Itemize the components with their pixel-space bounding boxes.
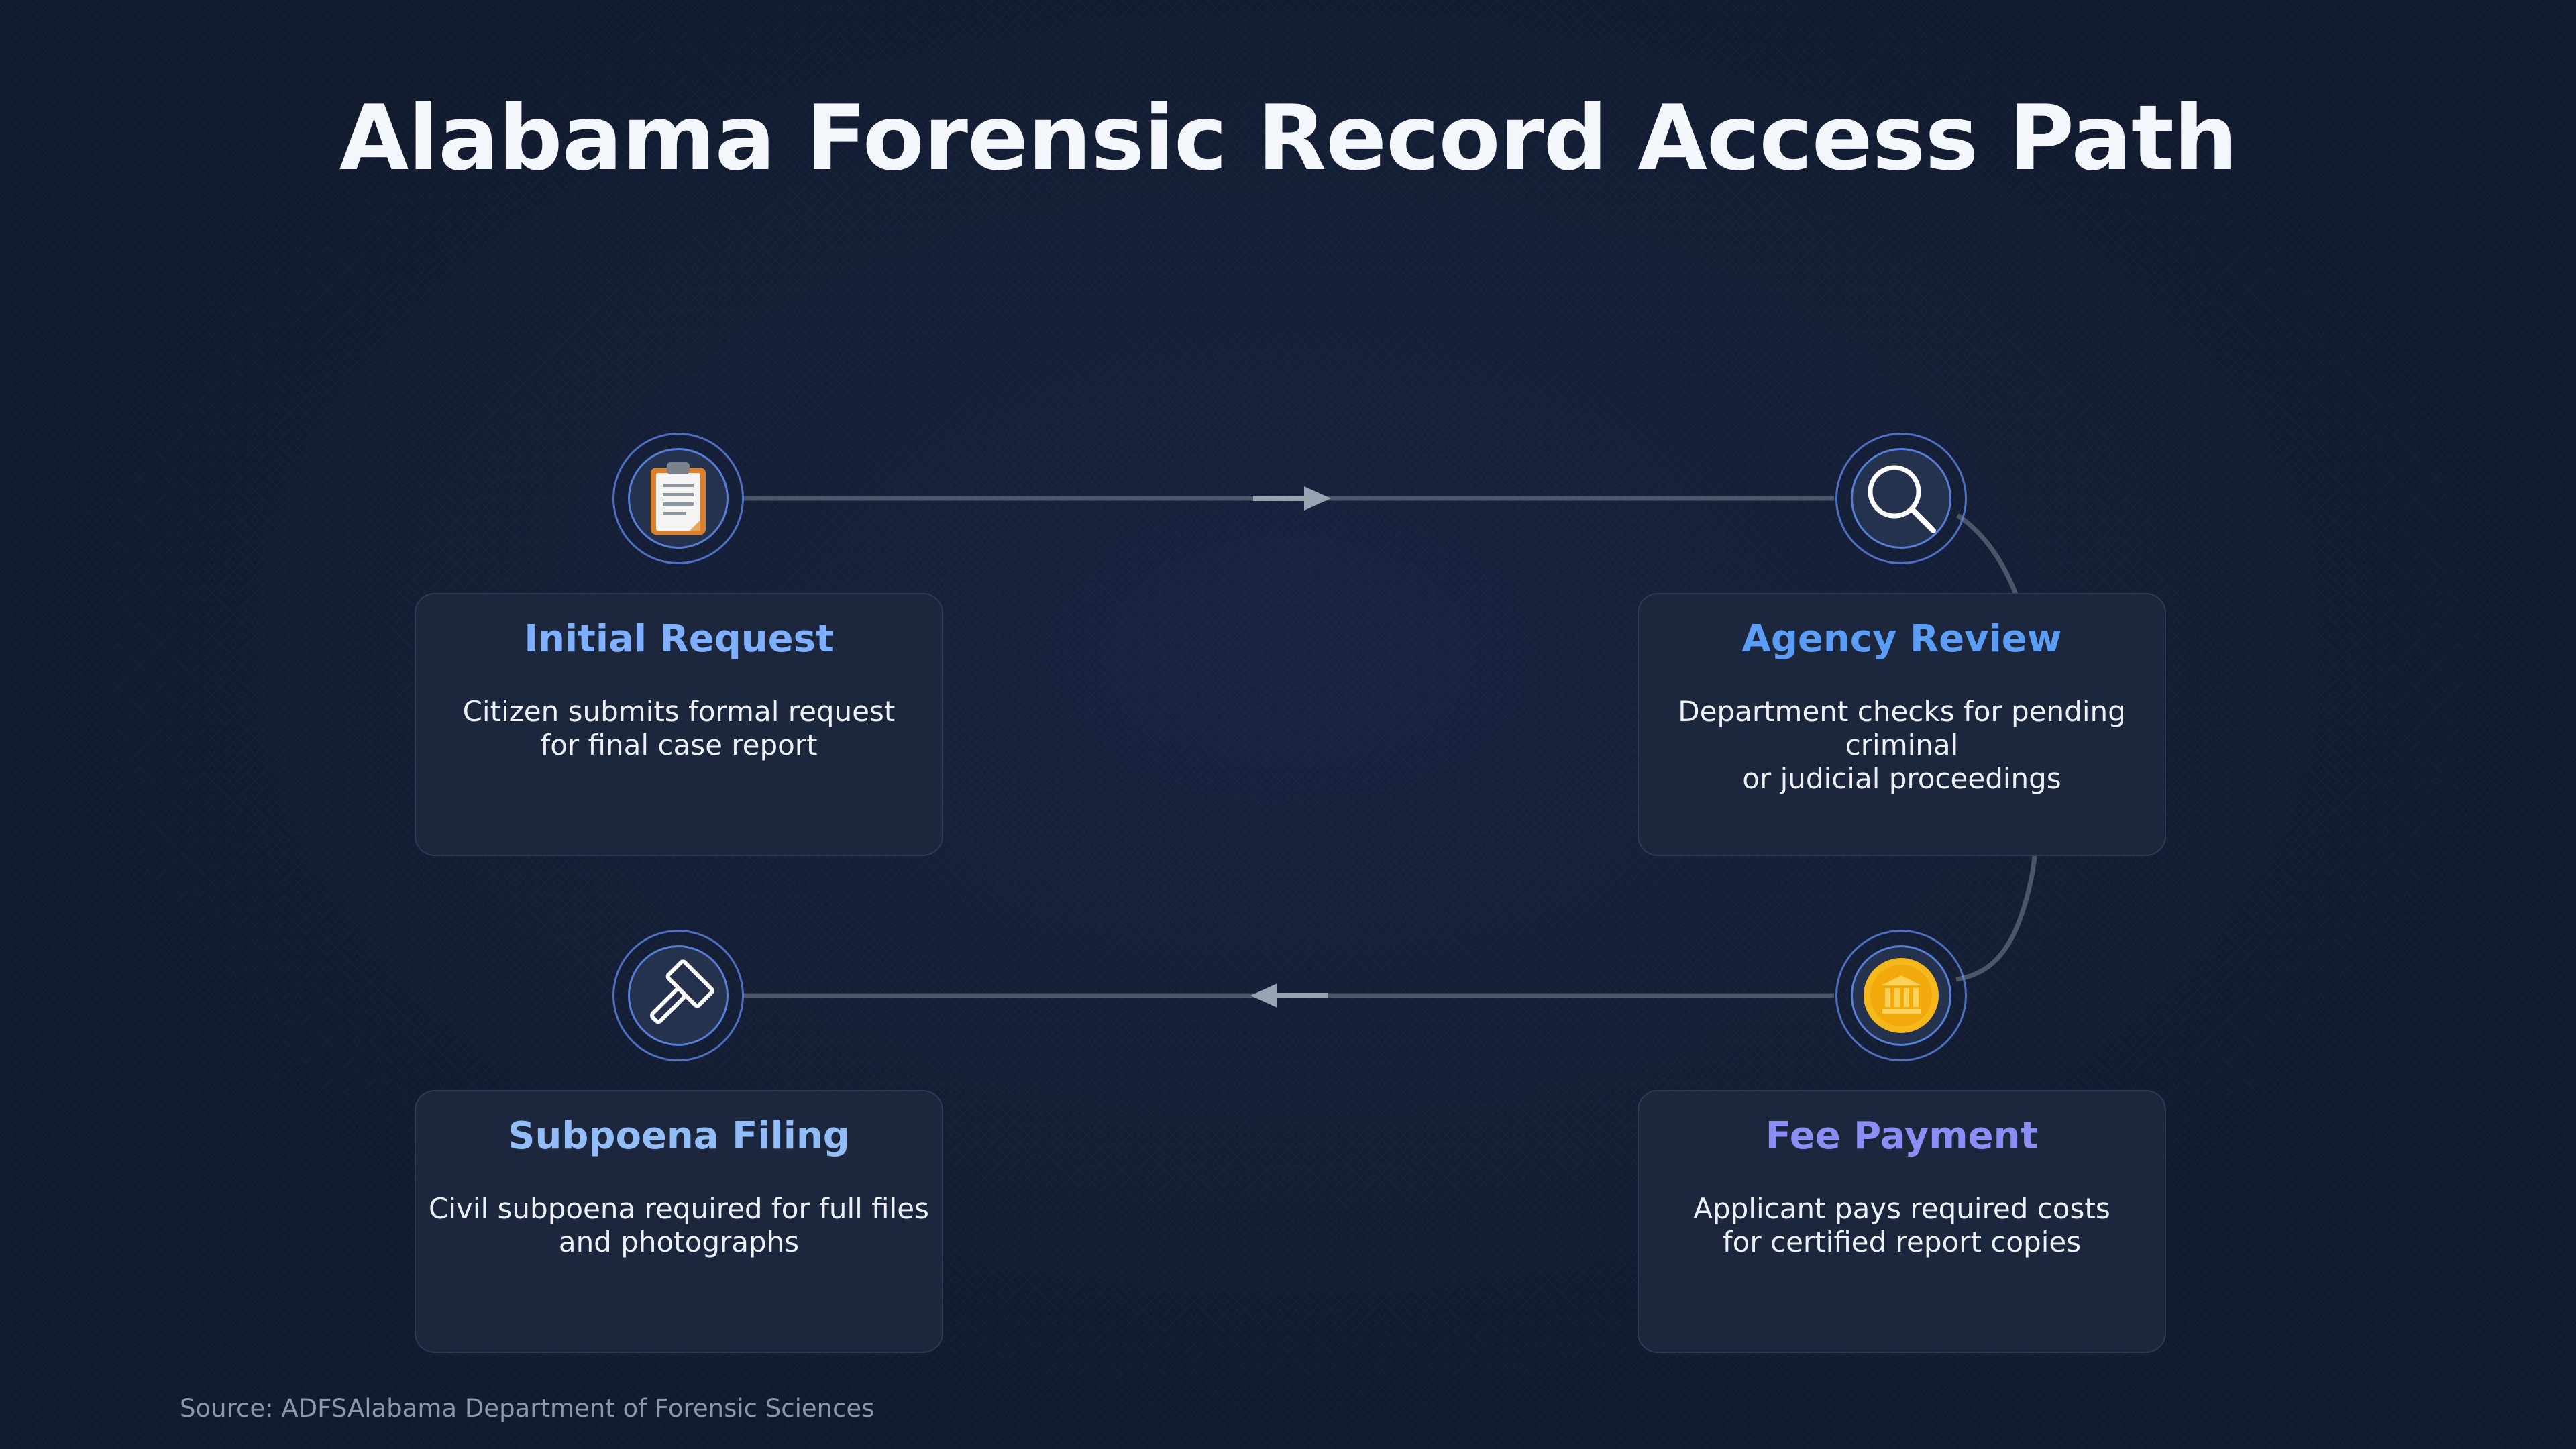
coin-bank-icon [1864, 958, 1939, 1033]
step-4-node [612, 930, 744, 1061]
gavel-icon [650, 959, 714, 1024]
arrow-right-head [1304, 486, 1331, 511]
step-2-node [1835, 433, 1967, 564]
step-card-subpoena-filing: Subpoena Filing Civil subpoena required … [415, 1090, 943, 1353]
step-card-initial-request: Initial Request Citizen submits formal r… [415, 593, 943, 856]
step-title: Initial Request [524, 617, 834, 661]
arrow-left-icon [1250, 983, 1277, 1008]
step-card-fee-payment: Fee Payment Applicant pays required cost… [1638, 1090, 2166, 1353]
step-card-agency-review: Agency Review Department checks for pend… [1638, 593, 2166, 856]
clipboard-icon [651, 462, 706, 535]
source-note: Source: ADFSAlabama Department of Forens… [180, 1394, 875, 1423]
step-description: Department checks for pending criminal o… [1678, 695, 2126, 795]
step-description: Civil subpoena required for full files a… [429, 1192, 929, 1258]
step-description: Citizen submits formal request for final… [462, 695, 896, 761]
page-title: Alabama Forensic Record Access Path [339, 86, 2238, 191]
step-3-node [1835, 930, 1967, 1061]
step-title: Subpoena Filing [508, 1114, 850, 1158]
step-title: Fee Payment [1765, 1114, 2039, 1158]
magnifying-glass-icon [1868, 465, 1936, 533]
step-title: Agency Review [1741, 617, 2062, 661]
step-1-node [612, 433, 744, 564]
step-description: Applicant pays required costs for certif… [1693, 1192, 2110, 1258]
